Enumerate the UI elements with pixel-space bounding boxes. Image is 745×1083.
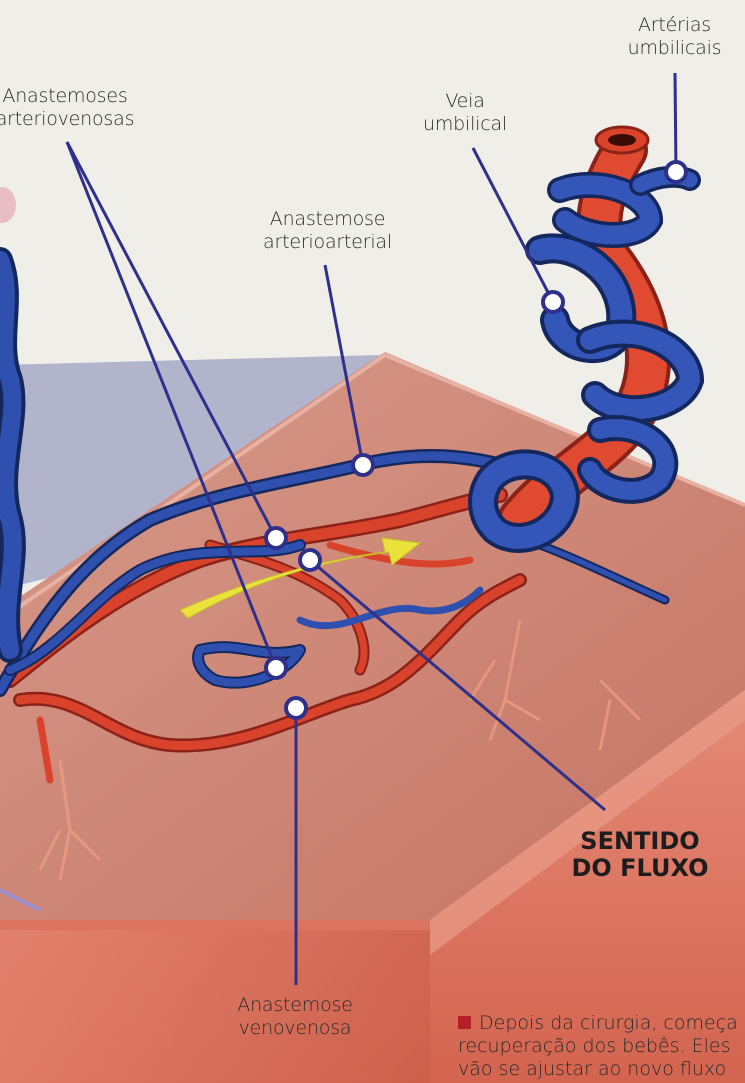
pink-blob xyxy=(0,187,16,223)
label-anastemose-arterioarterial: Anastemose arterioarterial xyxy=(245,208,410,254)
label-arterias-umbilicais: Artérias umbilicais xyxy=(602,14,745,60)
label-anastemoses-arteriovenosas: Anastemoses arteriovenosas xyxy=(0,85,140,131)
caption-bullet xyxy=(458,1016,471,1029)
label-veia-umbilical: Veia umbilical xyxy=(405,90,525,136)
label-anastemose-venovenosa: Anastemose venovenosa xyxy=(220,994,370,1040)
caption-text: Depois da cirurgia, começa a recuperação… xyxy=(458,1012,745,1081)
label-sentido-do-fluxo: SENTIDO DO FLUXO xyxy=(550,828,730,882)
umbilical-cord xyxy=(483,150,690,538)
left-cord xyxy=(0,260,13,650)
